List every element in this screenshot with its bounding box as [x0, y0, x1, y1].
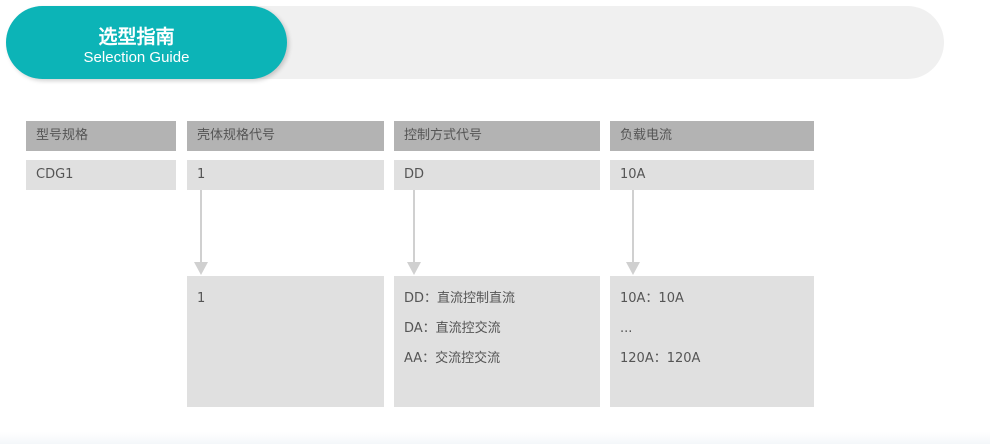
down-arrow-icon	[407, 190, 421, 275]
section-title-cn: 选型指南	[98, 26, 175, 48]
description-line: AA：交流控交流	[404, 351, 501, 366]
code-cell-current: 10A	[610, 160, 814, 190]
section-title-badge: 选型指南 Selection Guide	[6, 6, 287, 79]
code-cell-shell: 1	[187, 160, 384, 190]
down-arrow-icon	[194, 190, 208, 275]
bottom-strip	[0, 432, 990, 444]
column-header-model: 型号规格	[26, 121, 176, 151]
column-header-control: 控制方式代号	[394, 121, 600, 151]
description-line: DA：直流控交流	[404, 321, 501, 336]
code-cell-control: DD	[394, 160, 600, 190]
description-line: 120A：120A	[620, 351, 701, 366]
description-box-shell: 1	[187, 276, 384, 407]
description-box-current: 10A：10A ... 120A：120A	[610, 276, 814, 407]
code-cell-model: CDG1	[26, 160, 176, 190]
description-box-control: DD：直流控制直流 DA：直流控交流 AA：交流控交流	[394, 276, 600, 407]
description-line: ...	[620, 321, 633, 336]
description-line: 1	[197, 291, 206, 306]
column-header-shell: 壳体规格代号	[187, 121, 384, 151]
description-line: 10A：10A	[620, 291, 684, 306]
description-line: DD：直流控制直流	[404, 291, 516, 306]
down-arrow-icon	[626, 190, 640, 275]
section-title-en: Selection Guide	[83, 49, 190, 66]
column-header-current: 负载电流	[610, 121, 814, 151]
